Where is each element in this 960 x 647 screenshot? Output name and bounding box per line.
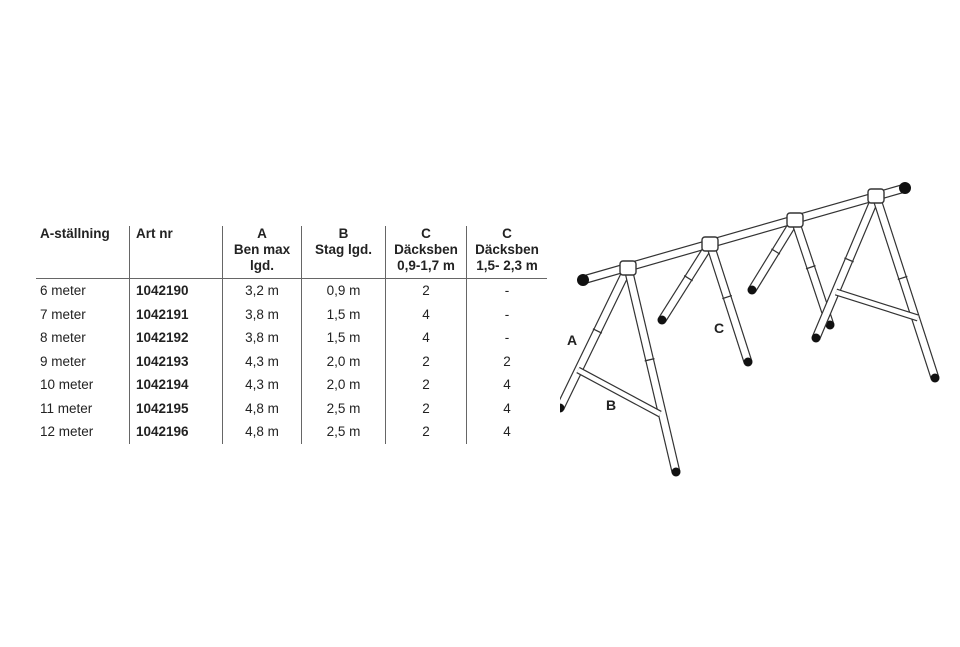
- table-row: 11 meter 1042195 4,8 m 2,5 m 2 4: [36, 396, 547, 420]
- cell-length: 12 meter: [40, 424, 94, 440]
- table-row: 10 meter 1042194 4,3 m 2,0 m 2 4: [36, 373, 547, 397]
- header-a-stallning: A-ställning: [40, 226, 110, 241]
- cell-length: 11 meter: [40, 400, 93, 416]
- cell-dacksben-long: 2: [466, 349, 547, 373]
- cell-dacksben-short: 2: [385, 420, 467, 444]
- leg-back-left-band: [844, 257, 854, 263]
- a-frame-diagram: A B C: [560, 182, 940, 477]
- rail-joint-4: [867, 188, 885, 204]
- spec-table: A-ställning Art nr A Ben max lgd. B Stag…: [36, 226, 547, 444]
- brace-back: [834, 288, 920, 322]
- header-dacksben-short: C Däcksben 0,9-1,7 m: [385, 226, 467, 279]
- cell-ben-max: 4,8 m: [222, 396, 302, 420]
- table-header-row: A-ställning Art nr A Ben max lgd. B Stag…: [36, 226, 547, 279]
- cell-art-nr: 1042195: [129, 396, 223, 420]
- rail-end-cap-left: [577, 274, 589, 286]
- table-row: 7 meter 1042191 3,8 m 1,5 m 4 -: [36, 302, 547, 326]
- rail-end-cap-right: [899, 182, 911, 194]
- table-row: 12 meter 1042196 4,8 m 2,5 m 2 4: [36, 420, 547, 444]
- cell-dacksben-long: -: [466, 302, 547, 326]
- leg-front-right-foot: [671, 467, 681, 477]
- leg-front-right-band: [644, 358, 655, 362]
- cell-dacksben-long: -: [466, 278, 547, 303]
- cell-length: 6 meter: [40, 283, 86, 299]
- cell-stag: 2,5 m: [301, 420, 386, 444]
- leg-front-left-foot: [560, 403, 565, 413]
- table-row: 9 meter 1042193 4,3 m 2,0 m 2 2: [36, 349, 547, 373]
- leg-mid1-right-foot: [743, 357, 753, 367]
- cell-stag: 0,9 m: [301, 278, 386, 303]
- rail-joint-1: [619, 260, 637, 276]
- cell-art-nr: 1042190: [129, 278, 223, 303]
- leg-mid1-left-foot: [657, 315, 667, 325]
- cell-ben-max: 4,8 m: [222, 420, 302, 444]
- header-ben-max: A Ben max lgd.: [222, 226, 302, 279]
- cell-ben-max: 3,8 m: [222, 302, 302, 326]
- leg-back-right: [871, 194, 940, 380]
- cell-ben-max: 3,2 m: [222, 278, 302, 303]
- cell-stag: 2,0 m: [301, 349, 386, 373]
- cell-dacksben-long: 4: [466, 373, 547, 397]
- leg-back-right-band: [897, 275, 908, 281]
- cell-dacksben-short: 2: [385, 373, 467, 397]
- leg-mid2-left: [748, 217, 799, 293]
- cell-length: 8 meter: [40, 330, 86, 346]
- spec-table-container: A-ställning Art nr A Ben max lgd. B Stag…: [36, 226, 547, 444]
- rail-joint-3: [786, 212, 804, 228]
- a-frame-illustration: [560, 182, 940, 477]
- cell-dacksben-short: 2: [385, 349, 467, 373]
- cell-art-nr: 1042191: [129, 302, 223, 326]
- cell-length: 9 meter: [40, 353, 86, 369]
- cell-art-nr: 1042196: [129, 420, 223, 444]
- leg-front-right: [623, 266, 681, 474]
- leg-mid1-left-band: [683, 274, 693, 282]
- cell-dacksben-short: 4: [385, 302, 467, 326]
- cell-dacksben-short: 4: [385, 326, 467, 350]
- rail-joint-2: [701, 236, 719, 252]
- label-c: C: [714, 320, 724, 336]
- cell-stag: 1,5 m: [301, 326, 386, 350]
- cell-ben-max: 4,3 m: [222, 373, 302, 397]
- header-stag-lgd: B Stag lgd.: [301, 226, 386, 279]
- cell-length: 10 meter: [40, 377, 94, 393]
- header-art-nr: Art nr: [129, 226, 223, 279]
- header-dacksben-long: C Däcksben 1,5- 2,3 m: [466, 226, 547, 279]
- cell-ben-max: 4,3 m: [222, 349, 302, 373]
- leg-mid2-right-band: [805, 265, 816, 270]
- leg-mid2-left-band: [771, 248, 781, 255]
- leg-front-left-band: [592, 328, 603, 334]
- cell-art-nr: 1042193: [129, 349, 223, 373]
- brace-front: [576, 366, 662, 418]
- label-a: A: [567, 332, 577, 348]
- table-row: 6 meter 1042190 3,2 m 0,9 m 2 -: [36, 278, 547, 303]
- leg-mid1-left: [658, 241, 714, 323]
- table-row: 8 meter 1042192 3,8 m 1,5 m 4 -: [36, 326, 547, 350]
- leg-front-left: [560, 266, 633, 410]
- cell-dacksben-short: 2: [385, 396, 467, 420]
- label-b: B: [606, 397, 616, 413]
- cell-stag: 2,0 m: [301, 373, 386, 397]
- leg-mid1-right: [705, 242, 753, 364]
- cell-stag: 2,5 m: [301, 396, 386, 420]
- cell-dacksben-short: 2: [385, 278, 467, 303]
- leg-mid2-left-foot: [747, 285, 757, 295]
- leg-mid2-right-foot: [825, 320, 835, 330]
- leg-back-right-foot: [930, 373, 940, 383]
- leg-back-left-foot: [811, 333, 821, 343]
- cell-dacksben-long: 4: [466, 396, 547, 420]
- cell-art-nr: 1042194: [129, 373, 223, 397]
- leg-back-left: [811, 194, 881, 340]
- cell-art-nr: 1042192: [129, 326, 223, 350]
- cell-ben-max: 3,8 m: [222, 326, 302, 350]
- leg-mid1-right-band: [722, 294, 733, 300]
- cell-stag: 1,5 m: [301, 302, 386, 326]
- cell-dacksben-long: -: [466, 326, 547, 350]
- cell-dacksben-long: 4: [466, 420, 547, 444]
- cell-length: 7 meter: [40, 306, 86, 322]
